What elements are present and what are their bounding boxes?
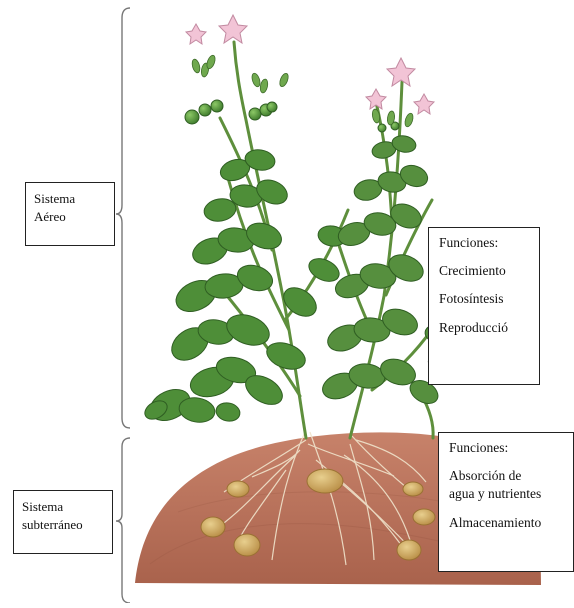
funciones-subterraneo-item-2: Almacenamiento: [449, 514, 563, 532]
funciones-aereo-item-1: Crecimiento: [439, 262, 529, 280]
fruits: [185, 100, 399, 132]
funciones-aereo-item-2: Fotosíntesis: [439, 290, 529, 308]
sistema-aereo-text: Sistema Aéreo: [34, 190, 106, 225]
bracket-aereo: [116, 8, 130, 428]
flowers: [186, 15, 434, 114]
leaves-left: [142, 148, 348, 427]
bracket-subterraneo: [116, 438, 130, 603]
sistema-subterraneo-text: Sistema subterráneo: [22, 498, 104, 533]
sistema-aereo-label: Sistema Aéreo: [25, 182, 115, 246]
sistema-subterraneo-label: Sistema subterráneo: [13, 490, 113, 554]
funciones-aereo-box: Funciones: Crecimiento Fotosíntesis Repr…: [428, 227, 540, 385]
buds: [191, 54, 415, 128]
funciones-aereo-title: Funciones:: [439, 234, 529, 252]
funciones-subterraneo-box: Funciones: Absorción de agua y nutriente…: [438, 432, 574, 572]
funciones-subterraneo-item-1: Absorción de agua y nutrientes: [449, 467, 563, 503]
funciones-subterraneo-title: Funciones:: [449, 439, 563, 457]
funciones-aereo-item-3: Reproducció: [439, 319, 529, 337]
